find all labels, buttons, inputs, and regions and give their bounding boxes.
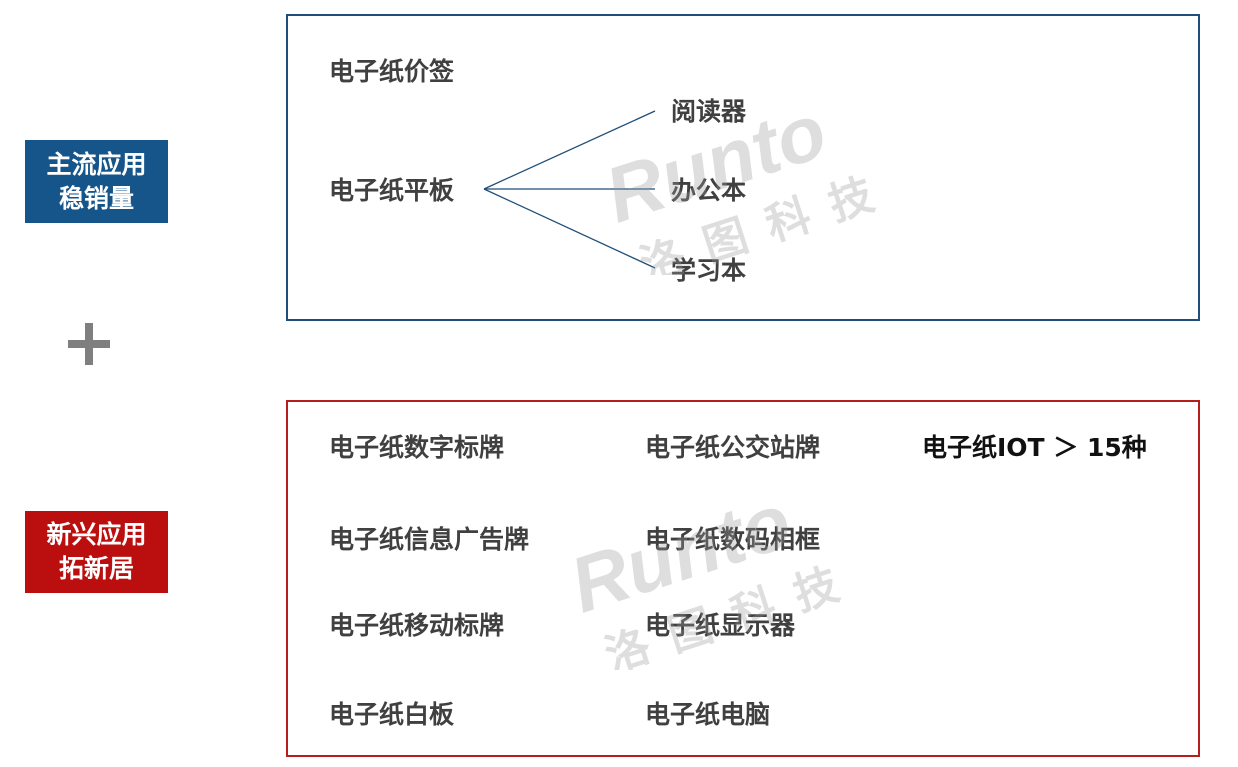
item-bus-stop-sign: 电子纸公交站牌 — [645, 433, 821, 462]
emerging-panel — [286, 400, 1200, 757]
item-study-book: 学习本 — [671, 256, 747, 285]
mainstream-label-line1: 主流应用 — [46, 149, 147, 179]
mainstream-application-label: 主流应用 稳销量 — [25, 140, 168, 223]
item-price-tag: 电子纸价签 — [329, 57, 455, 86]
emerging-label-line1: 新兴应用 — [46, 520, 147, 549]
item-iot-summary: 电子纸IOT ＞ 15种 — [922, 433, 1147, 462]
item-mobile-sign: 电子纸移动标牌 — [329, 611, 505, 640]
item-info-ad-sign: 电子纸信息广告牌 — [329, 525, 530, 554]
item-digital-signage: 电子纸数字标牌 — [329, 433, 505, 462]
plus-icon — [68, 323, 110, 365]
item-computer: 电子纸电脑 — [645, 700, 771, 729]
item-reader: 阅读器 — [671, 97, 747, 126]
mainstream-label-line2: 稳销量 — [58, 183, 134, 213]
item-display: 电子纸显示器 — [645, 611, 796, 640]
emerging-application-label: 新兴应用 拓新居 — [25, 511, 168, 593]
mainstream-panel — [286, 14, 1200, 321]
item-office-book: 办公本 — [671, 176, 747, 205]
item-tablet: 电子纸平板 — [329, 176, 455, 205]
emerging-label-line2: 拓新居 — [58, 554, 134, 583]
item-digital-frame: 电子纸数码相框 — [645, 525, 821, 554]
item-whiteboard: 电子纸白板 — [329, 700, 455, 729]
